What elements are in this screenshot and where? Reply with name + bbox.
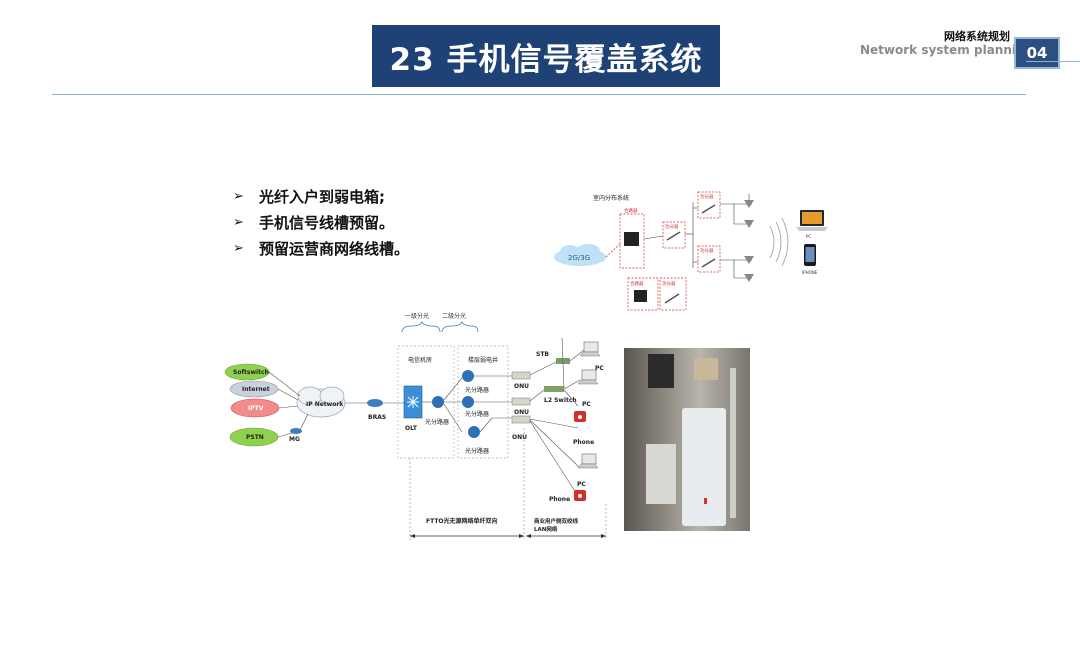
section-title-cn: 网络系统规划 <box>944 30 1010 43</box>
svg-text:PSTN: PSTN <box>246 434 264 441</box>
mg-router-icon <box>290 428 302 434</box>
signal-waves-icon <box>769 217 789 267</box>
svg-text:光分路器: 光分路器 <box>465 386 489 394</box>
svg-text:L2 Switch: L2 Switch <box>544 397 577 404</box>
svg-text:PC: PC <box>806 234 811 239</box>
optical-splitter-icon <box>462 396 474 408</box>
svg-text:楼层弱电井: 楼层弱电井 <box>468 356 498 364</box>
pc-icon <box>579 341 601 357</box>
ip-network-cloud <box>296 386 346 418</box>
laptop-icon <box>796 210 828 231</box>
svg-text:光分路器: 光分路器 <box>465 447 489 455</box>
svg-text:二级分光: 二级分光 <box>442 312 466 320</box>
svg-text:功分器: 功分器 <box>662 280 676 287</box>
l2-switch-icon <box>544 386 564 392</box>
optical-splitter-icon <box>462 370 474 382</box>
svg-text:PC: PC <box>595 365 604 372</box>
svg-text:Phone: Phone <box>549 496 570 503</box>
telecom-cabinet-photo <box>624 348 750 531</box>
arrow-bullet-icon: ➢ <box>233 189 244 204</box>
svg-text:IP Network: IP Network <box>306 401 344 408</box>
optical-splitter-icon <box>468 426 480 438</box>
cloud-icon <box>554 244 606 266</box>
svg-text:OLT: OLT <box>405 425 418 432</box>
cloud-label: 2G/3G <box>568 254 590 262</box>
page-title: 23 手机信号覆盖系统 <box>372 25 720 87</box>
svg-text:STB: STB <box>536 351 549 358</box>
svg-text:功分器: 功分器 <box>665 223 679 230</box>
svg-text:功分器: 功分器 <box>700 247 714 254</box>
svg-text:PC: PC <box>577 481 586 488</box>
svg-text:PC: PC <box>582 401 591 408</box>
svg-text:一级分光: 一级分光 <box>405 312 429 320</box>
svg-text:Phone: Phone <box>573 439 594 446</box>
antenna-icon <box>744 194 754 282</box>
softswitch-cloud <box>224 363 270 381</box>
page-number-badge: 04 <box>1014 37 1060 69</box>
bras-router-icon <box>367 399 383 407</box>
svg-text:光分路器: 光分路器 <box>465 410 489 418</box>
svg-text:功分器: 功分器 <box>700 193 714 200</box>
smartphone-icon <box>804 244 816 266</box>
svg-text:光分路器: 光分路器 <box>425 418 449 426</box>
section-title-en: Network system planning <box>860 43 1034 57</box>
bullet-item: ➢预留运营商网络线槽。 <box>233 236 409 262</box>
svg-text:IPHONE: IPHONE <box>802 270 818 275</box>
arrow-bullet-icon: ➢ <box>233 241 244 256</box>
ftto-network-diagram: 一级分光 二级分光 电信机房 楼层弱电井 Softswitch Internet… <box>224 312 607 540</box>
header-divider-right <box>1026 61 1080 62</box>
pc-icon <box>577 453 599 469</box>
bullet-item: ➢手机信号线槽预留。 <box>233 210 409 236</box>
repeater-icon <box>624 232 639 246</box>
onu-device-icon <box>511 397 531 406</box>
arrow-bullet-icon: ➢ <box>233 215 244 230</box>
pc-icon <box>577 369 599 385</box>
svg-text:IPTV: IPTV <box>248 405 264 412</box>
svg-text:电信机房: 电信机房 <box>408 356 432 364</box>
svg-text:ONU: ONU <box>514 383 529 390</box>
phone-icon <box>574 411 586 422</box>
splitter-icon <box>666 231 681 241</box>
repeater-label: 合路器 <box>624 207 638 214</box>
svg-text:ONU: ONU <box>514 409 529 416</box>
svg-text:商业用户侧双绞线: 商业用户侧双绞线 <box>534 517 579 525</box>
svg-text:LAN网络: LAN网络 <box>534 525 558 533</box>
indoor-distribution-diagram: 室内分布系统 2G/3G 合路器 功分器 功分器 功分器 <box>554 191 828 311</box>
svg-text:FTTO光无源网络单纤双向: FTTO光无源网络单纤双向 <box>426 517 498 525</box>
svg-text:合路器: 合路器 <box>630 280 644 287</box>
bullet-item: ➢光纤入户到弱电箱; <box>233 184 409 210</box>
phone-icon <box>574 490 586 501</box>
svg-text:ONU: ONU <box>512 434 527 441</box>
svg-text:Softswitch: Softswitch <box>233 369 269 376</box>
bullet-list: ➢光纤入户到弱电箱; ➢手机信号线槽预留。 ➢预留运营商网络线槽。 <box>233 184 409 262</box>
indoor-diagram-title: 室内分布系统 <box>593 194 629 202</box>
svg-text:BRAS: BRAS <box>368 414 386 421</box>
svg-text:MG: MG <box>289 436 300 443</box>
optical-splitter-icon <box>432 396 444 408</box>
header-divider <box>52 94 1026 95</box>
onu-device-icon <box>511 371 531 380</box>
svg-text:Internet: Internet <box>242 386 270 393</box>
onu-device-icon <box>511 415 531 424</box>
